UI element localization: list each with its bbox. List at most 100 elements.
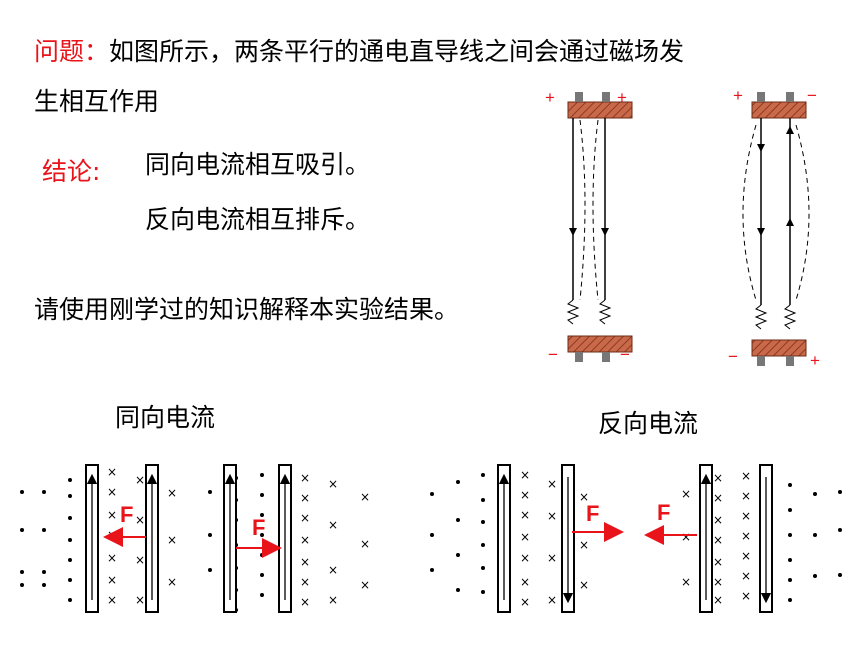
terminal bbox=[602, 92, 610, 102]
top-bar bbox=[751, 101, 807, 119]
field-out-dot bbox=[788, 578, 792, 582]
field-out-dot bbox=[813, 533, 817, 537]
field-out-dot bbox=[838, 490, 842, 494]
field-out-dot bbox=[260, 473, 264, 477]
field-in-cross: × bbox=[360, 578, 370, 592]
field-diagrams: ××××××××××××××F××××××××××××××F××××××××××… bbox=[20, 464, 842, 613]
field-in-cross: × bbox=[681, 530, 691, 544]
field-out-dot bbox=[788, 533, 792, 537]
field-in-cross: × bbox=[713, 491, 723, 505]
field-in-cross: × bbox=[300, 491, 310, 505]
field-in-cross: × bbox=[107, 573, 117, 587]
field-in-cross: × bbox=[713, 555, 723, 569]
field-out-dot bbox=[20, 583, 24, 587]
field-in-cross: × bbox=[579, 578, 589, 592]
terminal bbox=[575, 352, 583, 362]
field-out-dot bbox=[838, 573, 842, 577]
field-out-dot bbox=[456, 518, 460, 522]
conclusion-label: 结论: bbox=[42, 157, 101, 186]
field-in-cross: × bbox=[520, 530, 530, 544]
field-out-dot bbox=[68, 598, 72, 602]
field-in-cross: × bbox=[713, 533, 723, 547]
field-in-cross: × bbox=[741, 489, 751, 503]
field-out-dot bbox=[481, 590, 485, 594]
terminal bbox=[757, 356, 765, 366]
field-in-cross: × bbox=[520, 595, 530, 609]
field-in-cross: × bbox=[328, 518, 338, 532]
sign-top-right: − bbox=[807, 86, 817, 105]
field-out-dot bbox=[260, 593, 264, 597]
field-out-dot bbox=[42, 528, 46, 532]
field-out-dot bbox=[208, 533, 212, 537]
field-out-dot bbox=[481, 498, 485, 502]
field-in-cross: × bbox=[107, 508, 117, 522]
field-in-cross: × bbox=[713, 471, 723, 485]
field-in-cross: × bbox=[328, 563, 338, 577]
field-in-cross: × bbox=[300, 575, 310, 589]
field-out-dot bbox=[430, 568, 434, 572]
field-in-cross: × bbox=[360, 537, 370, 551]
force-label: F bbox=[252, 515, 265, 540]
field-out-dot bbox=[481, 566, 485, 570]
field-in-cross: × bbox=[579, 490, 589, 504]
question-line1: 问题：如图所示，两条平行的通电直导线之间会通过磁场发 bbox=[34, 32, 684, 68]
terminal bbox=[786, 92, 794, 102]
field-in-cross: × bbox=[328, 477, 338, 491]
field-out-dot bbox=[481, 520, 485, 524]
force-label: F bbox=[657, 500, 670, 525]
field-out-dot bbox=[42, 490, 46, 494]
field-in-cross: × bbox=[300, 533, 310, 547]
apparatus-same-direction: + + − − bbox=[545, 88, 633, 364]
force-label: F bbox=[586, 501, 599, 526]
conclusion-opposite: 反向电流相互排斥。 bbox=[145, 205, 371, 234]
field-in-cross: × bbox=[741, 529, 751, 543]
opposite-direction-title: 反向电流 bbox=[598, 409, 699, 438]
field-in-cross: × bbox=[135, 473, 145, 487]
apparatus-opposite-direction: + − − + bbox=[728, 86, 820, 370]
field-in-cross: × bbox=[713, 593, 723, 607]
field-in-cross: × bbox=[713, 575, 723, 589]
field-in-cross: × bbox=[741, 509, 751, 523]
terminal bbox=[602, 352, 610, 362]
sign-bottom-left: − bbox=[548, 345, 558, 364]
field-out-dot bbox=[260, 553, 264, 557]
field-out-dot bbox=[788, 558, 792, 562]
field-in-cross: × bbox=[741, 589, 751, 603]
field-out-dot bbox=[813, 574, 817, 578]
field-in-cross: × bbox=[300, 555, 310, 569]
question-line2: 生相互作用 bbox=[34, 87, 160, 116]
field-in-cross: × bbox=[547, 551, 557, 565]
field-in-cross: × bbox=[167, 575, 177, 589]
field-in-cross: × bbox=[107, 551, 117, 565]
bottom-bar bbox=[567, 335, 633, 353]
field-out-dot bbox=[838, 528, 842, 532]
field-out-dot bbox=[260, 493, 264, 497]
field-out-dot bbox=[20, 490, 24, 494]
field-in-cross: × bbox=[135, 593, 145, 607]
field-out-dot bbox=[430, 533, 434, 537]
field-in-cross: × bbox=[713, 513, 723, 527]
sign-bottom-right: + bbox=[810, 351, 820, 370]
field-out-dot bbox=[260, 513, 264, 517]
field-out-dot bbox=[68, 578, 72, 582]
field-in-cross: × bbox=[300, 471, 310, 485]
field-out-dot bbox=[208, 490, 212, 494]
terminal bbox=[757, 92, 765, 102]
field-in-cross: × bbox=[547, 593, 557, 607]
field-in-cross: × bbox=[520, 551, 530, 565]
field-in-cross: × bbox=[741, 469, 751, 483]
field-out-dot bbox=[456, 553, 460, 557]
field-in-cross: × bbox=[681, 487, 691, 501]
field-out-dot bbox=[68, 494, 72, 498]
field-out-dot bbox=[68, 538, 72, 542]
field-in-cross: × bbox=[579, 538, 589, 552]
field-in-cross: × bbox=[300, 511, 310, 525]
same-direction-title: 同向电流 bbox=[115, 403, 216, 432]
sign-top-left: + bbox=[545, 88, 555, 107]
field-in-cross: × bbox=[741, 569, 751, 583]
field-in-cross: × bbox=[741, 549, 751, 563]
field-out-dot bbox=[260, 573, 264, 577]
sign-top-left: + bbox=[733, 86, 743, 105]
field-out-dot bbox=[456, 588, 460, 592]
field-in-cross: × bbox=[107, 528, 117, 542]
